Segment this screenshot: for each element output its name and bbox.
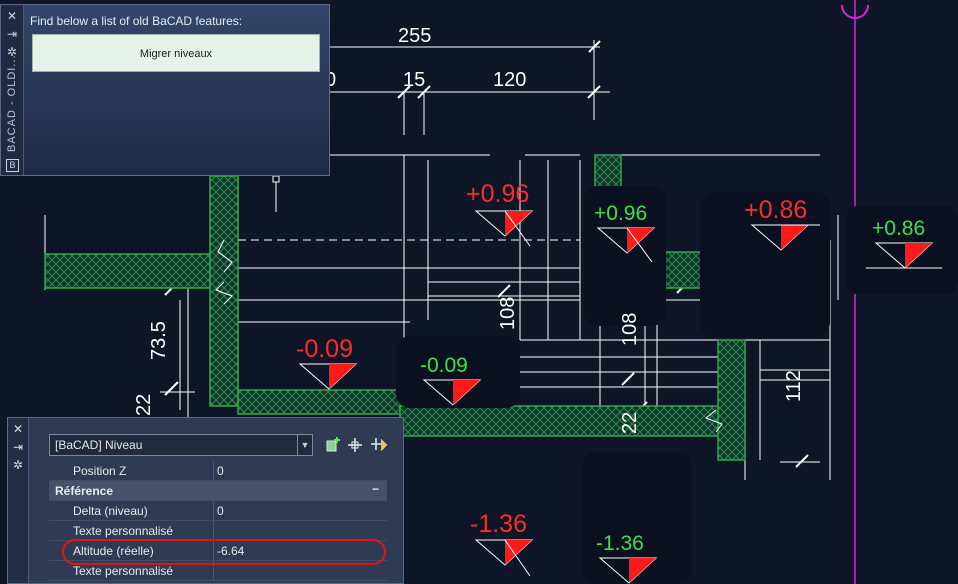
palette-title: BACAD - OLDI... [6, 54, 18, 152]
palette-title-strip[interactable]: ✕ ⇥ ✲ [8, 418, 29, 583]
migrate-levels-button[interactable]: Migrer niveaux [32, 34, 320, 72]
level-marker-green[interactable]: -0.09 [420, 354, 482, 406]
dim-text: 255 [398, 25, 431, 47]
properties-gear-icon[interactable]: ✲ [6, 45, 18, 59]
dim-text: 22 [133, 394, 155, 416]
level-marker-green[interactable]: -1.36 [596, 532, 658, 584]
level-label: +0.96 [594, 202, 647, 225]
hatched-walls [44, 154, 746, 461]
level-marker-green[interactable]: +0.96 [594, 202, 656, 263]
dim-text: 15 [403, 69, 425, 91]
property-name: Texte personnalisé [73, 524, 174, 538]
old-features-palette: ✕ ⇥ ✲ BACAD - OLDI... B Find below a lis… [0, 4, 330, 176]
level-marker-green[interactable]: +0.86 [866, 217, 942, 269]
autohide-icon[interactable]: ⇥ [12, 440, 24, 454]
object-type-select[interactable]: [BaCAD] Niveau ▼ [49, 434, 313, 456]
dim-text: 120 [493, 69, 526, 91]
dim-text: 22 [619, 412, 641, 434]
break-symbols [215, 239, 723, 433]
select-objects-icon[interactable] [346, 436, 364, 454]
property-value[interactable]: 0 [217, 504, 224, 518]
property-row-delta[interactable]: Delta (niveau) 0 [49, 501, 387, 521]
autohide-icon[interactable]: ⇥ [6, 27, 18, 41]
toggle-pickadd-icon[interactable] [324, 436, 342, 454]
palette-header-text: Find below a list of old BaCAD features: [30, 14, 243, 28]
property-row-custom-text[interactable]: Texte personnalisé [49, 561, 387, 581]
property-row-position-z[interactable]: Position Z 0 [49, 461, 387, 481]
object-type-value: [BaCAD] Niveau [55, 438, 143, 452]
property-row-custom-text[interactable]: Texte personnalisé [49, 521, 387, 541]
level-marker-red[interactable]: +0.86 [744, 196, 820, 251]
close-icon[interactable]: ✕ [12, 422, 24, 436]
properties-gear-icon[interactable]: ✲ [12, 458, 24, 472]
quick-select-icon[interactable] [370, 436, 388, 454]
dim-text: 0 [325, 69, 336, 91]
dim-text: 73.5 [148, 321, 170, 360]
level-label: -0.09 [296, 335, 353, 363]
bacad-logo-icon: B [6, 159, 19, 172]
level-label: +0.86 [744, 196, 807, 224]
level-marker-red[interactable]: -0.09 [296, 335, 358, 390]
dim-text: 108 [497, 297, 519, 330]
category-reference[interactable]: Référence − [49, 481, 387, 501]
property-name: Position Z [73, 464, 127, 478]
chevron-down-icon[interactable]: ▼ [297, 435, 312, 455]
dim-text: 108 [619, 313, 641, 346]
collapse-icon[interactable]: − [371, 482, 379, 496]
level-label: -1.36 [596, 532, 644, 555]
dim-text: 112 [783, 370, 805, 402]
level-label: +0.86 [872, 217, 925, 240]
property-row-altitude[interactable]: Altitude (réelle) -6.64 [49, 541, 387, 561]
property-name: Altitude (réelle) [73, 544, 154, 558]
property-value[interactable]: 0 [217, 464, 224, 478]
palette-content: Find below a list of old BaCAD features:… [24, 5, 329, 175]
property-value[interactable]: -6.64 [217, 544, 245, 558]
level-label: -0.09 [420, 354, 468, 377]
level-marker-red[interactable]: +0.96 [466, 180, 534, 247]
close-icon[interactable]: ✕ [6, 9, 18, 23]
property-name: Texte personnalisé [73, 564, 174, 578]
level-marker-red[interactable]: -1.36 [470, 510, 534, 577]
ucs-icon [841, 4, 869, 19]
property-name: Delta (niveau) [73, 504, 148, 518]
category-name: Référence [55, 484, 114, 498]
altitude-highlight-annotation [62, 539, 386, 565]
palette-title-strip[interactable]: ✕ ⇥ ✲ BACAD - OLDI... B [1, 5, 24, 175]
level-label: -1.36 [470, 510, 527, 538]
level-label: +0.96 [466, 180, 529, 208]
